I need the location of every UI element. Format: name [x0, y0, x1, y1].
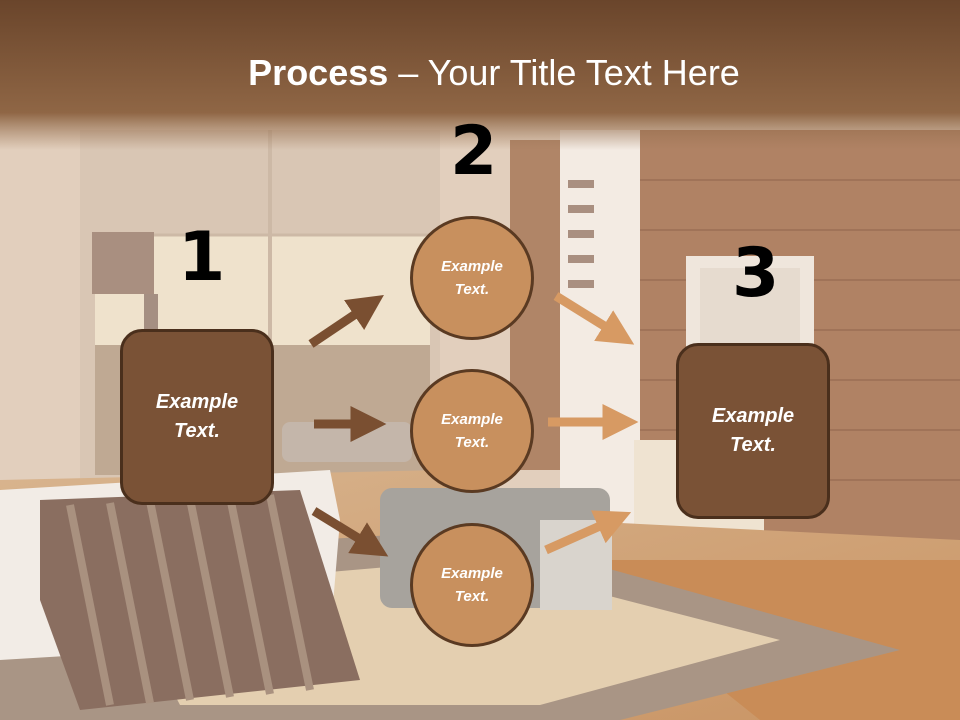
- arrow-bottom-to-3: [544, 510, 632, 555]
- step-circle-bottom-label: Example Text.: [441, 565, 503, 605]
- step-number-2: 2: [450, 112, 498, 191]
- title-bold: Process: [248, 52, 389, 93]
- step-circle-top-label: Example Text.: [441, 258, 503, 298]
- title-rest: – Your Title Text Here: [388, 52, 740, 93]
- arrow-top-to-3: [553, 292, 635, 345]
- arrow-1-to-top: [308, 294, 384, 348]
- step-box-3: Example Text.: [676, 343, 830, 519]
- step-number-3: 3: [732, 234, 780, 313]
- step-box-3-label: Example Text.: [711, 405, 795, 456]
- step-box-1-label: Example Text.: [155, 391, 239, 442]
- arrow-1-to-bottom: [311, 507, 389, 557]
- step-circle-middle-label: Example Text.: [441, 411, 503, 451]
- step-box-1: Example Text.: [120, 329, 274, 505]
- slide-title: Process – Your Title Text Here: [0, 52, 960, 94]
- step-circle-bottom: Example Text.: [410, 523, 534, 647]
- step-circle-top: Example Text.: [410, 216, 534, 340]
- step-number-1: 1: [178, 218, 226, 297]
- step-circle-middle: Example Text.: [410, 369, 534, 493]
